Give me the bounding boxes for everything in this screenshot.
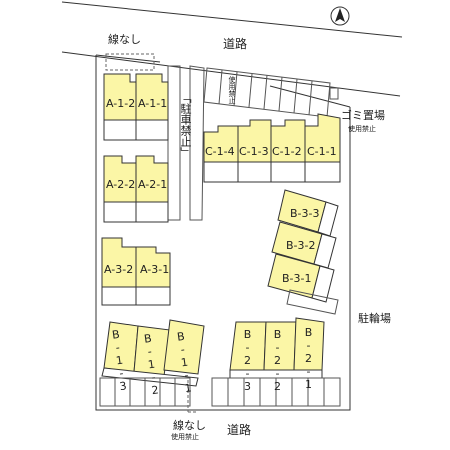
unit-label-B-2-3: B-2-3 — [241, 328, 254, 393]
unit-label-C-1-1: C-1-1 — [307, 145, 337, 158]
parking-stalls-bottom — [99, 377, 341, 407]
no-line-label-bottom: 線なし — [173, 419, 206, 432]
building-A-2 — [103, 155, 169, 223]
road-top-inner-edge — [61, 51, 401, 97]
garbage-label: ゴミ置場 — [341, 109, 385, 122]
road-label-bottom: 道路 — [227, 423, 252, 437]
building-A-1 — [103, 73, 169, 141]
site-outline — [95, 55, 351, 411]
building-B-2 — [229, 317, 325, 379]
unit-label-C-1-4: C-1-4 — [205, 145, 235, 158]
unit-label-B-3-1: B-3-1 — [282, 272, 312, 285]
garbage-no-use-label: 使用禁止 — [348, 125, 376, 133]
unit-label-B-3-3: B-3-3 — [290, 207, 320, 220]
no-use-label-top: 使用禁止 — [228, 76, 236, 104]
building-B-1 — [101, 319, 205, 387]
unit-label-A-2-1: A-2-1 — [138, 178, 168, 191]
no-use-label-bottom: 使用禁止 — [171, 433, 199, 441]
unit-label-B-2-2: B-2-2 — [271, 328, 284, 393]
no-line-area-top — [105, 53, 155, 71]
road-label-top: 道路 — [223, 37, 248, 51]
unit-label-A-3-2: A-3-2 — [104, 263, 134, 276]
building-A-3 — [101, 237, 171, 306]
road-top-edge — [61, 1, 403, 38]
garbage-point — [329, 87, 339, 100]
unit-label-A-2-2: A-2-2 — [106, 178, 136, 191]
unit-label-A-1-2: A-1-2 — [106, 97, 136, 110]
unit-label-C-1-3: C-1-3 — [239, 145, 269, 158]
unit-label-C-1-2: C-1-2 — [272, 145, 302, 158]
bicycle-parking — [286, 289, 339, 315]
parking-stalls-top — [203, 67, 331, 118]
unit-label-B-3-2: B-3-2 — [286, 239, 316, 252]
bicycle-parking-label: 駐輪場 — [358, 312, 391, 325]
no-parking-lane-right — [189, 65, 205, 221]
unit-label-B-2-1: B-2-1 — [302, 326, 315, 391]
north-arrow-icon — [330, 6, 350, 26]
no-line-label-top: 線なし — [108, 33, 141, 46]
unit-label-A-1-1: A-1-1 — [138, 97, 168, 110]
building-B-3 — [267, 189, 339, 303]
no-parking-label: 「駐車禁止」 — [179, 92, 192, 158]
building-C-1 — [203, 113, 341, 183]
unit-label-A-3-1: A-3-1 — [140, 263, 170, 276]
